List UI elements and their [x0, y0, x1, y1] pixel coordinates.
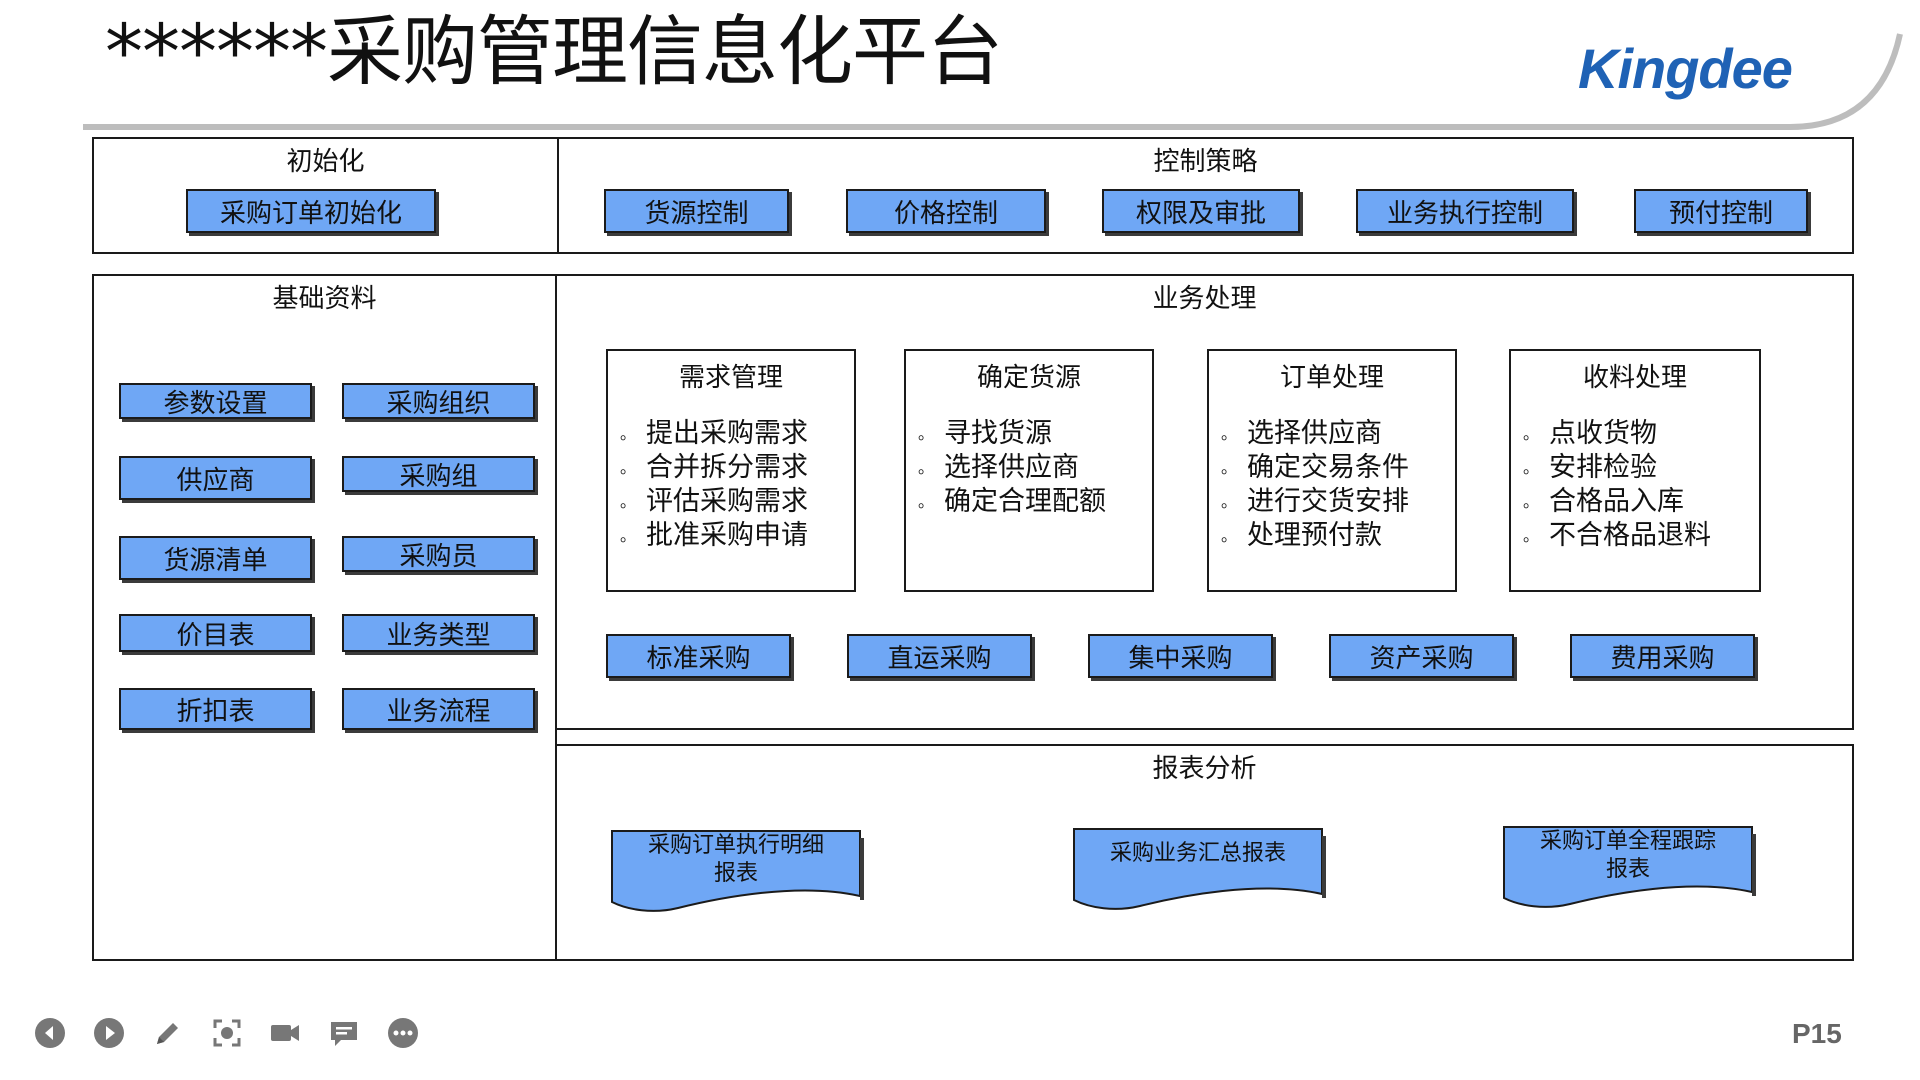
- list-item: 。安排检验: [1523, 452, 1657, 483]
- expense-purchase-button[interactable]: 费用采购: [1570, 634, 1755, 678]
- business-execution-control-button[interactable]: 业务执行控制: [1356, 189, 1574, 233]
- bullet-icon: 。: [1523, 526, 1540, 545]
- purchase-group-button[interactable]: 采购组: [342, 456, 535, 492]
- page-title: ******采购管理信息化平台: [105, 7, 1003, 96]
- list-item: 。确定合理配额: [918, 486, 1106, 517]
- report-label: 采购订单执行明细报表: [647, 833, 824, 886]
- po-execution-detail-report[interactable]: 采购订单执行明细报表: [608, 828, 864, 914]
- order-processing-box: 订单处理 。选择供应商 。确定交易条件 。进行交货安排 。处理预付款: [1207, 349, 1457, 592]
- list-item: 。评估采购需求: [620, 486, 808, 517]
- list-item: 。处理预付款: [1221, 520, 1382, 551]
- price-control-button[interactable]: 价格控制: [846, 189, 1046, 233]
- demand-management-list: 。提出采购需求 。合并拆分需求 。评估采购需求 。批准采购申请: [620, 417, 808, 553]
- discount-table-button[interactable]: 折扣表: [119, 688, 312, 730]
- report-label: 采购业务汇总报表: [1109, 841, 1286, 866]
- bullet-icon: 。: [1523, 424, 1540, 443]
- supplier-button[interactable]: 供应商: [119, 456, 312, 500]
- determine-source-list: 。寻找货源 。选择供应商 。确定合理配额: [918, 417, 1106, 519]
- previous-icon[interactable]: [33, 1016, 67, 1050]
- determine-source-title: 确定货源: [976, 363, 1081, 393]
- business-panel: 业务处理 需求管理 。提出采购需求 。合并拆分需求 。评估采购需求 。批准采购申…: [555, 274, 1854, 730]
- document-shape-icon: [1073, 828, 1326, 910]
- bullet-icon: 。: [620, 458, 637, 477]
- comment-icon[interactable]: [327, 1016, 361, 1050]
- list-item: 。选择供应商: [918, 452, 1079, 483]
- bullet-icon: 。: [918, 492, 935, 511]
- more-icon[interactable]: [386, 1016, 420, 1050]
- business-title: 业务处理: [1152, 284, 1257, 314]
- list-item: 。不合格品退料: [1523, 520, 1711, 551]
- po-init-button[interactable]: 采购订单初始化: [186, 189, 436, 233]
- bullet-icon: 。: [1221, 458, 1238, 477]
- po-tracking-report[interactable]: 采购订单全程跟踪报表: [1500, 824, 1756, 910]
- standard-purchase-button[interactable]: 标准采购: [606, 634, 791, 678]
- list-item: 。合并拆分需求: [620, 452, 808, 483]
- control-panel: 控制策略 货源控制 价格控制 权限及审批 业务执行控制 预付控制: [557, 137, 1854, 254]
- presentation-toolbar: [0, 1016, 460, 1056]
- control-title: 控制策略: [1153, 147, 1258, 177]
- determine-source-box: 确定货源 。寻找货源 。选择供应商 。确定合理配额: [904, 349, 1154, 592]
- init-panel: 初始化 采购订单初始化: [92, 137, 559, 254]
- bullet-icon: 。: [1523, 492, 1540, 511]
- base-data-panel: 基础资料 参数设置 采购组织 供应商 采购组 货源清单 采购员 价目表 业务类型…: [92, 274, 557, 961]
- receiving-list: 。点收货物 。安排检验 。合格品入库 。不合格品退料: [1523, 417, 1711, 553]
- receiving-title: 收料处理: [1582, 363, 1687, 393]
- bullet-icon: 。: [620, 424, 637, 443]
- demand-management-title: 需求管理: [678, 363, 783, 393]
- asset-purchase-button[interactable]: 资产采购: [1329, 634, 1514, 678]
- prepayment-control-button[interactable]: 预付控制: [1634, 189, 1808, 233]
- bullet-icon: 。: [918, 458, 935, 477]
- bullet-icon: 。: [1221, 526, 1238, 545]
- focus-icon[interactable]: [210, 1016, 244, 1050]
- document-shape-icon: [611, 830, 864, 912]
- kingdee-logo: Kingdee: [1578, 37, 1793, 100]
- purchaser-button[interactable]: 采购员: [342, 536, 535, 572]
- init-title: 初始化: [286, 147, 365, 177]
- list-item: 。选择供应商: [1221, 418, 1382, 449]
- demand-management-box: 需求管理 。提出采购需求 。合并拆分需求 。评估采购需求 。批准采购申请: [606, 349, 856, 592]
- list-item: 。点收货物: [1523, 418, 1657, 449]
- report-label: 采购订单全程跟踪报表: [1539, 829, 1716, 882]
- list-item: 。进行交货安排: [1221, 486, 1409, 517]
- list-item: 。寻找货源: [918, 418, 1052, 449]
- list-item: 。确定交易条件: [1221, 452, 1409, 483]
- centralized-purchase-button[interactable]: 集中采购: [1088, 634, 1273, 678]
- bullet-icon: 。: [620, 526, 637, 545]
- source-list-button[interactable]: 货源清单: [119, 536, 312, 580]
- parameter-settings-button[interactable]: 参数设置: [119, 383, 312, 419]
- bullet-icon: 。: [1221, 424, 1238, 443]
- direct-ship-purchase-button[interactable]: 直运采购: [847, 634, 1032, 678]
- permission-approval-button[interactable]: 权限及审批: [1102, 189, 1300, 233]
- business-type-button[interactable]: 业务类型: [342, 614, 535, 652]
- list-item: 。批准采购申请: [620, 520, 808, 551]
- order-processing-title: 订单处理: [1279, 363, 1384, 393]
- bullet-icon: 。: [1221, 492, 1238, 511]
- source-control-button[interactable]: 货源控制: [604, 189, 789, 233]
- business-flow-button[interactable]: 业务流程: [342, 688, 535, 730]
- purchase-org-button[interactable]: 采购组织: [342, 383, 535, 419]
- reports-title: 报表分析: [1152, 754, 1257, 784]
- page-number: P15: [1792, 1018, 1842, 1049]
- order-processing-list: 。选择供应商 。确定交易条件 。进行交货安排 。处理预付款: [1221, 417, 1409, 553]
- play-icon[interactable]: [92, 1016, 126, 1050]
- document-shape-icon: [1503, 826, 1756, 908]
- price-list-button[interactable]: 价目表: [119, 614, 312, 652]
- list-item: 。合格品入库: [1523, 486, 1684, 517]
- purchase-summary-report[interactable]: 采购业务汇总报表: [1070, 826, 1326, 912]
- camera-icon[interactable]: [268, 1016, 302, 1050]
- pen-icon[interactable]: [151, 1016, 185, 1050]
- list-item: 。提出采购需求: [620, 418, 808, 449]
- bullet-icon: 。: [620, 492, 637, 511]
- bullet-icon: 。: [918, 424, 935, 443]
- bullet-icon: 。: [1523, 458, 1540, 477]
- base-data-title: 基础资料: [272, 284, 377, 314]
- receiving-box: 收料处理 。点收货物 。安排检验 。合格品入库 。不合格品退料: [1509, 349, 1761, 592]
- reports-panel: 报表分析 采购订单执行明细报表 采购业务汇总报表 采购订单全程跟踪报表: [555, 744, 1854, 961]
